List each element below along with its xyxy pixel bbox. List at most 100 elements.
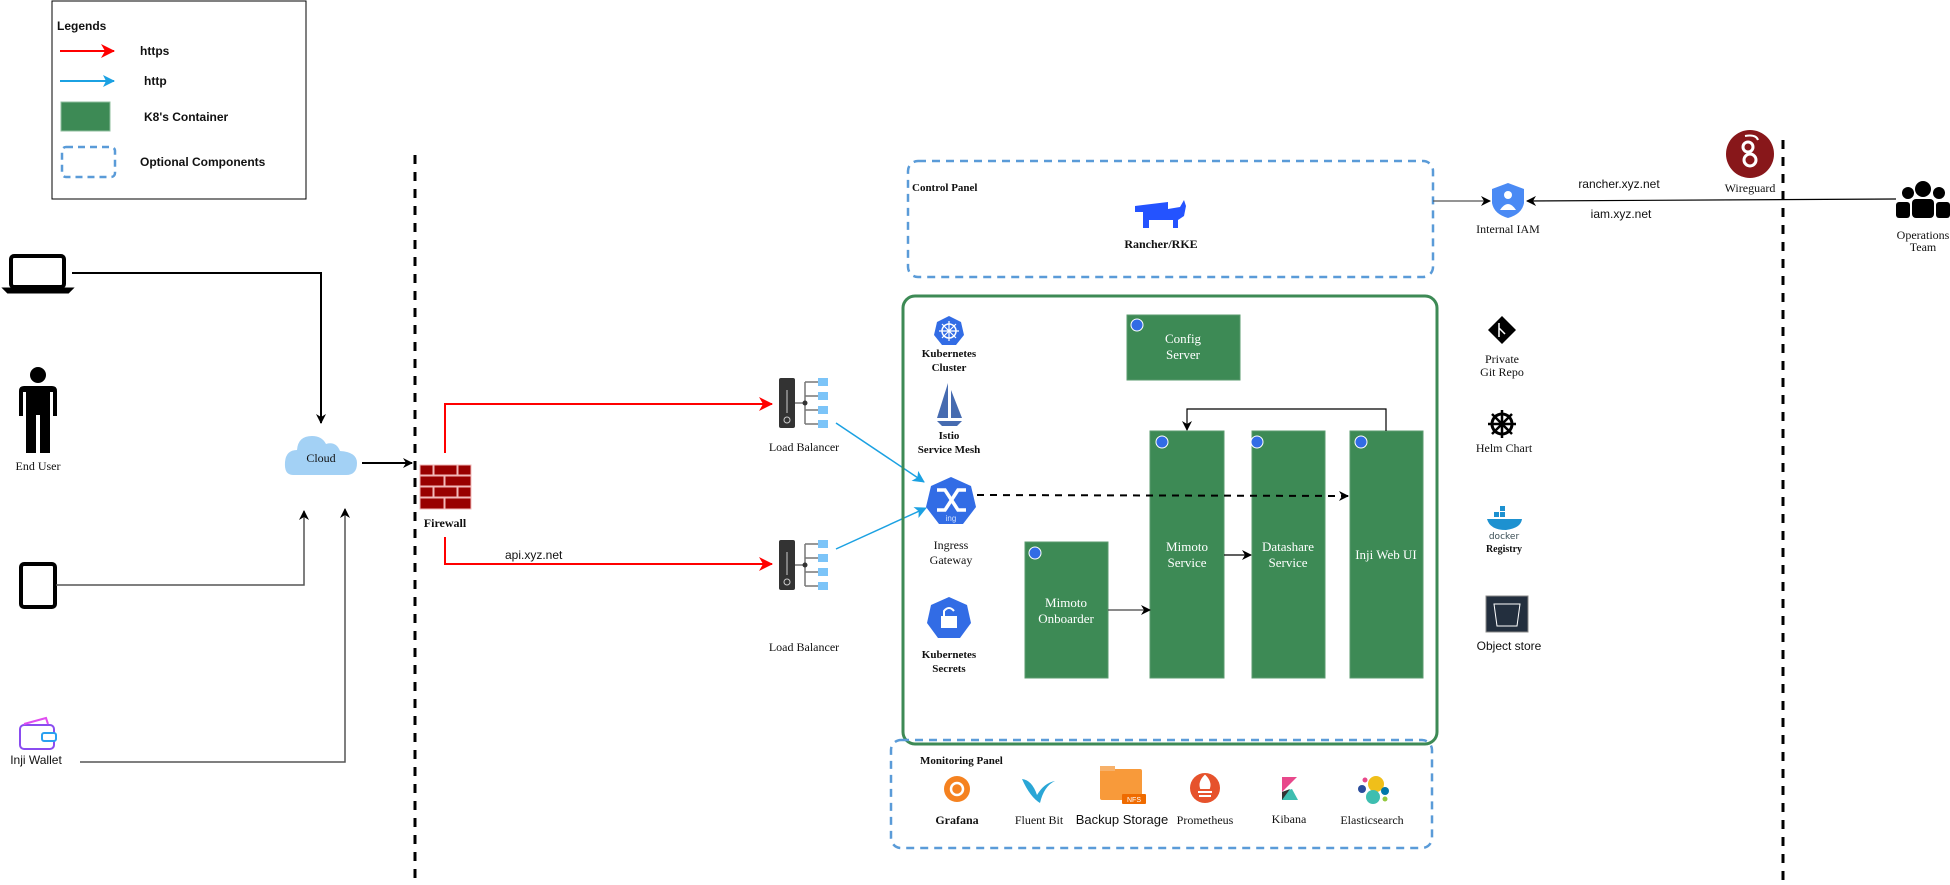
api-domain-label: api.xyz.net [505, 548, 563, 562]
inji-wallet-label: Inji Wallet [10, 753, 62, 767]
kubernetes-cluster: Kubernetes Cluster Istio Service Mesh in… [901, 294, 1439, 746]
control-panel: Control Panel Rancher/RKE [906, 159, 1435, 279]
control-panel-title: Control Panel [912, 182, 978, 194]
legend-https: https [140, 44, 170, 58]
inji-web-ui-container[interactable]: Inji Web UI [1349, 430, 1424, 679]
kubernetes-icon [934, 316, 964, 345]
pod-icon [1250, 435, 1264, 449]
fluent-bit-icon [1022, 779, 1055, 803]
docker-icon: docker [1487, 506, 1522, 542]
object-store-label: Object store [1477, 639, 1542, 653]
pod-icon [1028, 546, 1042, 560]
ingress-to-inji-web-connector [976, 490, 1349, 501]
fluent-bit-label: Fluent Bit [1015, 813, 1064, 827]
rancher-icon [1135, 200, 1186, 228]
mimoto-onboarder-label-line2: Onboarder [1038, 611, 1094, 626]
mimoto-service-container[interactable]: Mimoto Service [1149, 430, 1225, 679]
object-store-icon [1485, 595, 1529, 633]
person-icon [19, 367, 57, 453]
nfs-badge: NFS [1127, 797, 1141, 804]
tablet-to-cloud-connector [56, 510, 309, 586]
secrets-label-line2: Secrets [932, 663, 966, 675]
backup-storage-icon: NFS [1100, 766, 1146, 804]
wireguard-icon [1726, 130, 1774, 178]
inji-web-to-mimoto-connector [1182, 408, 1387, 431]
datashare-service-label-line1: Datashare [1262, 539, 1314, 554]
prometheus-icon [1190, 773, 1220, 803]
secrets-label-line1: Kubernetes [922, 649, 977, 661]
docker-wordmark: docker [1489, 532, 1520, 542]
operations-team-label-line1: Operations [1897, 228, 1950, 242]
operations-team-icon [1896, 181, 1950, 218]
datashare-service-container[interactable]: Datashare Service [1250, 430, 1326, 679]
elasticsearch-icon [1358, 776, 1389, 804]
kubernetes-secrets-icon [927, 597, 971, 638]
cloud-icon [284, 436, 357, 475]
legend-title: Legends [57, 19, 107, 33]
http-connector-lb2-ingress [835, 507, 927, 550]
istio-label-line2: Service Mesh [918, 444, 981, 456]
config-server-label-line2: Server [1166, 347, 1201, 362]
mimoto-onboarder-label-line1: Mimoto [1045, 595, 1087, 610]
legend: Legends https http K8's Container Option… [51, 0, 307, 200]
container-swatch-icon [60, 101, 111, 132]
wireguard-label: Wireguard [1725, 181, 1776, 195]
helm-icon [1488, 410, 1516, 438]
pod-icon [1130, 318, 1144, 332]
grafana-icon [944, 776, 970, 802]
elasticsearch-label: Elasticsearch [1340, 813, 1403, 827]
mimoto-service-label-line2: Service [1168, 555, 1207, 570]
rancher-label: Rancher/RKE [1124, 237, 1197, 251]
load-balancer-icon [779, 540, 828, 590]
kibana-icon [1282, 777, 1298, 800]
ingress-label-line1: Ingress [934, 538, 969, 552]
ingress-gateway-icon: ing [926, 477, 976, 524]
istio-icon [937, 383, 962, 426]
grafana-label: Grafana [935, 813, 978, 827]
cloud-label: Cloud [306, 451, 335, 465]
rancher-domain-label: rancher.xyz.net [1578, 177, 1660, 191]
inji-web-ui-label: Inji Web UI [1355, 547, 1417, 562]
http-connector-lb1-ingress [835, 422, 925, 483]
datashare-service-label-line2: Service [1269, 555, 1308, 570]
mimoto-onboarder-container[interactable]: Mimoto Onboarder [1024, 541, 1109, 679]
prometheus-label: Prometheus [1177, 813, 1234, 827]
monitoring-panel: Monitoring Panel Grafana Fluent Bit NFS … [889, 738, 1434, 850]
laptop-to-cloud-connector [72, 272, 326, 424]
laptop-icon [1, 254, 75, 294]
backup-storage-label: Backup Storage [1076, 812, 1169, 827]
ingress-badge: ing [946, 514, 957, 523]
operations-to-iam-connector [1526, 195, 1897, 206]
kibana-label: Kibana [1272, 812, 1307, 826]
iam-domain-label: iam.xyz.net [1591, 207, 1652, 221]
tablet-icon [19, 562, 57, 609]
kubernetes-cluster-label-line1: Kubernetes [922, 348, 977, 360]
firewall-icon [419, 464, 472, 510]
pod-icon [1155, 435, 1169, 449]
kubernetes-cluster-label-line2: Cluster [932, 362, 967, 374]
legend-box [51, 0, 307, 200]
config-server-label-line1: Config [1165, 331, 1202, 346]
https-connector-lb1 [444, 397, 773, 453]
iam-icon [1492, 183, 1524, 218]
firewall-label: Firewall [424, 516, 467, 530]
registry-label: Registry [1486, 544, 1522, 555]
legend-http: http [144, 74, 167, 88]
git-repo-label-line1: Private [1485, 352, 1519, 366]
git-repo-label-line2: Git Repo [1480, 365, 1524, 379]
mimoto-service-label-line1: Mimoto [1166, 539, 1208, 554]
load-balancer-1-label: Load Balancer [769, 440, 839, 454]
load-balancer-2-label: Load Balancer [769, 640, 839, 654]
legend-container: K8's Container [144, 110, 229, 124]
legend-optional: Optional Components [140, 155, 266, 169]
monitoring-panel-title: Monitoring Panel [920, 755, 1003, 767]
wallet-to-cloud-connector [80, 508, 350, 763]
wallet-icon [19, 716, 57, 750]
ingress-label-line2: Gateway [930, 553, 973, 567]
end-user-label: End User [16, 459, 61, 473]
istio-label-line1: Istio [939, 430, 960, 442]
config-server-container[interactable]: Config Server [1126, 314, 1241, 381]
optional-swatch-icon [60, 145, 117, 179]
internal-iam-label: Internal IAM [1476, 222, 1540, 236]
